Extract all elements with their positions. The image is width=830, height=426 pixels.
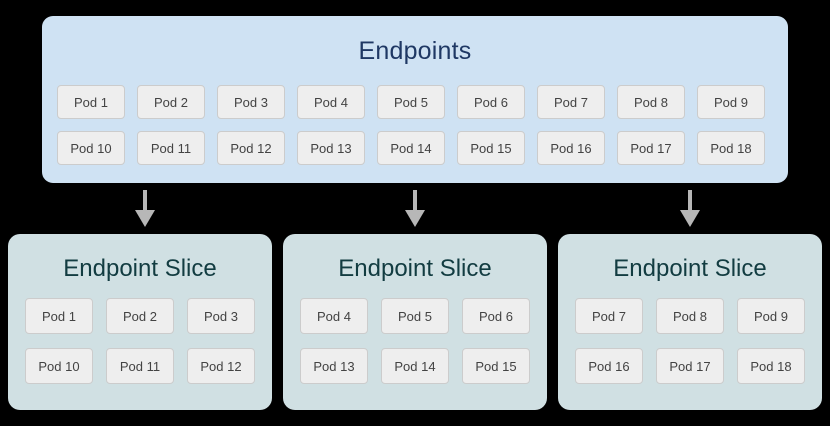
endpoint-slice-pod-row-1: Pod 1 Pod 2 Pod 3 (25, 298, 255, 334)
arrow-down-icon (678, 190, 702, 227)
pod-chip[interactable]: Pod 18 (737, 348, 805, 384)
endpoint-slice-pod-row-1: Pod 7 Pod 8 Pod 9 (575, 298, 805, 334)
pod-chip[interactable]: Pod 5 (381, 298, 449, 334)
pod-chip[interactable]: Pod 15 (457, 131, 525, 165)
endpoint-slice-pod-row-2: Pod 13 Pod 14 Pod 15 (300, 348, 530, 384)
arrow-head (135, 210, 155, 227)
pod-chip[interactable]: Pod 11 (106, 348, 174, 384)
pod-chip[interactable]: Pod 2 (106, 298, 174, 334)
pod-chip[interactable]: Pod 14 (377, 131, 445, 165)
arrow-down-icon (133, 190, 157, 227)
endpoints-pod-row-2: Pod 10 Pod 11 Pod 12 Pod 13 Pod 14 Pod 1… (57, 131, 773, 165)
endpoint-slice-pod-grid: Pod 7 Pod 8 Pod 9 Pod 16 Pod 17 Pod 18 (558, 298, 822, 384)
pod-chip[interactable]: Pod 7 (575, 298, 643, 334)
pod-chip[interactable]: Pod 1 (57, 85, 125, 119)
pod-chip[interactable]: Pod 8 (656, 298, 724, 334)
endpoint-slice-pod-grid: Pod 1 Pod 2 Pod 3 Pod 10 Pod 11 Pod 12 (8, 298, 272, 384)
endpoints-pod-grid: Pod 1 Pod 2 Pod 3 Pod 4 Pod 5 Pod 6 Pod … (57, 85, 773, 165)
endpoints-pod-row-1: Pod 1 Pod 2 Pod 3 Pod 4 Pod 5 Pod 6 Pod … (57, 85, 773, 119)
pod-chip[interactable]: Pod 3 (217, 85, 285, 119)
endpoint-slice-title: Endpoint Slice (613, 255, 767, 282)
pod-chip[interactable]: Pod 13 (300, 348, 368, 384)
pod-chip[interactable]: Pod 2 (137, 85, 205, 119)
pod-chip[interactable]: Pod 8 (617, 85, 685, 119)
pod-chip[interactable]: Pod 17 (617, 131, 685, 165)
arrow-head (405, 210, 425, 227)
pod-chip[interactable]: Pod 11 (137, 131, 205, 165)
pod-chip[interactable]: Pod 18 (697, 131, 765, 165)
pod-chip[interactable]: Pod 9 (697, 85, 765, 119)
endpoint-slice-container: Endpoint Slice Pod 1 Pod 2 Pod 3 Pod 10 … (8, 234, 272, 410)
endpoints-title: Endpoints (358, 37, 472, 65)
pod-chip[interactable]: Pod 9 (737, 298, 805, 334)
pod-chip[interactable]: Pod 6 (462, 298, 530, 334)
pod-chip[interactable]: Pod 12 (187, 348, 255, 384)
arrow-head (680, 210, 700, 227)
pod-chip[interactable]: Pod 4 (297, 85, 365, 119)
arrow-down-icon (403, 190, 427, 227)
pod-chip[interactable]: Pod 1 (25, 298, 93, 334)
pod-chip[interactable]: Pod 5 (377, 85, 445, 119)
pod-chip[interactable]: Pod 16 (537, 131, 605, 165)
arrow-shaft (688, 190, 692, 212)
pod-chip[interactable]: Pod 14 (381, 348, 449, 384)
pod-chip[interactable]: Pod 16 (575, 348, 643, 384)
pod-chip[interactable]: Pod 12 (217, 131, 285, 165)
pod-chip[interactable]: Pod 4 (300, 298, 368, 334)
endpoint-slice-title: Endpoint Slice (63, 255, 217, 282)
endpoint-slice-container: Endpoint Slice Pod 7 Pod 8 Pod 9 Pod 16 … (558, 234, 822, 410)
arrow-shaft (143, 190, 147, 212)
endpoint-slice-container: Endpoint Slice Pod 4 Pod 5 Pod 6 Pod 13 … (283, 234, 547, 410)
pod-chip[interactable]: Pod 7 (537, 85, 605, 119)
endpoint-slice-title: Endpoint Slice (338, 255, 492, 282)
pod-chip[interactable]: Pod 17 (656, 348, 724, 384)
endpoints-container: Endpoints Pod 1 Pod 2 Pod 3 Pod 4 Pod 5 … (42, 16, 788, 183)
pod-chip[interactable]: Pod 10 (25, 348, 93, 384)
endpoint-slice-pod-row-2: Pod 10 Pod 11 Pod 12 (25, 348, 255, 384)
endpoint-slice-pod-row-1: Pod 4 Pod 5 Pod 6 (300, 298, 530, 334)
endpoint-slice-pod-row-2: Pod 16 Pod 17 Pod 18 (575, 348, 805, 384)
pod-chip[interactable]: Pod 6 (457, 85, 525, 119)
pod-chip[interactable]: Pod 3 (187, 298, 255, 334)
endpoint-slice-pod-grid: Pod 4 Pod 5 Pod 6 Pod 13 Pod 14 Pod 15 (283, 298, 547, 384)
pod-chip[interactable]: Pod 10 (57, 131, 125, 165)
pod-chip[interactable]: Pod 15 (462, 348, 530, 384)
arrow-shaft (413, 190, 417, 212)
pod-chip[interactable]: Pod 13 (297, 131, 365, 165)
